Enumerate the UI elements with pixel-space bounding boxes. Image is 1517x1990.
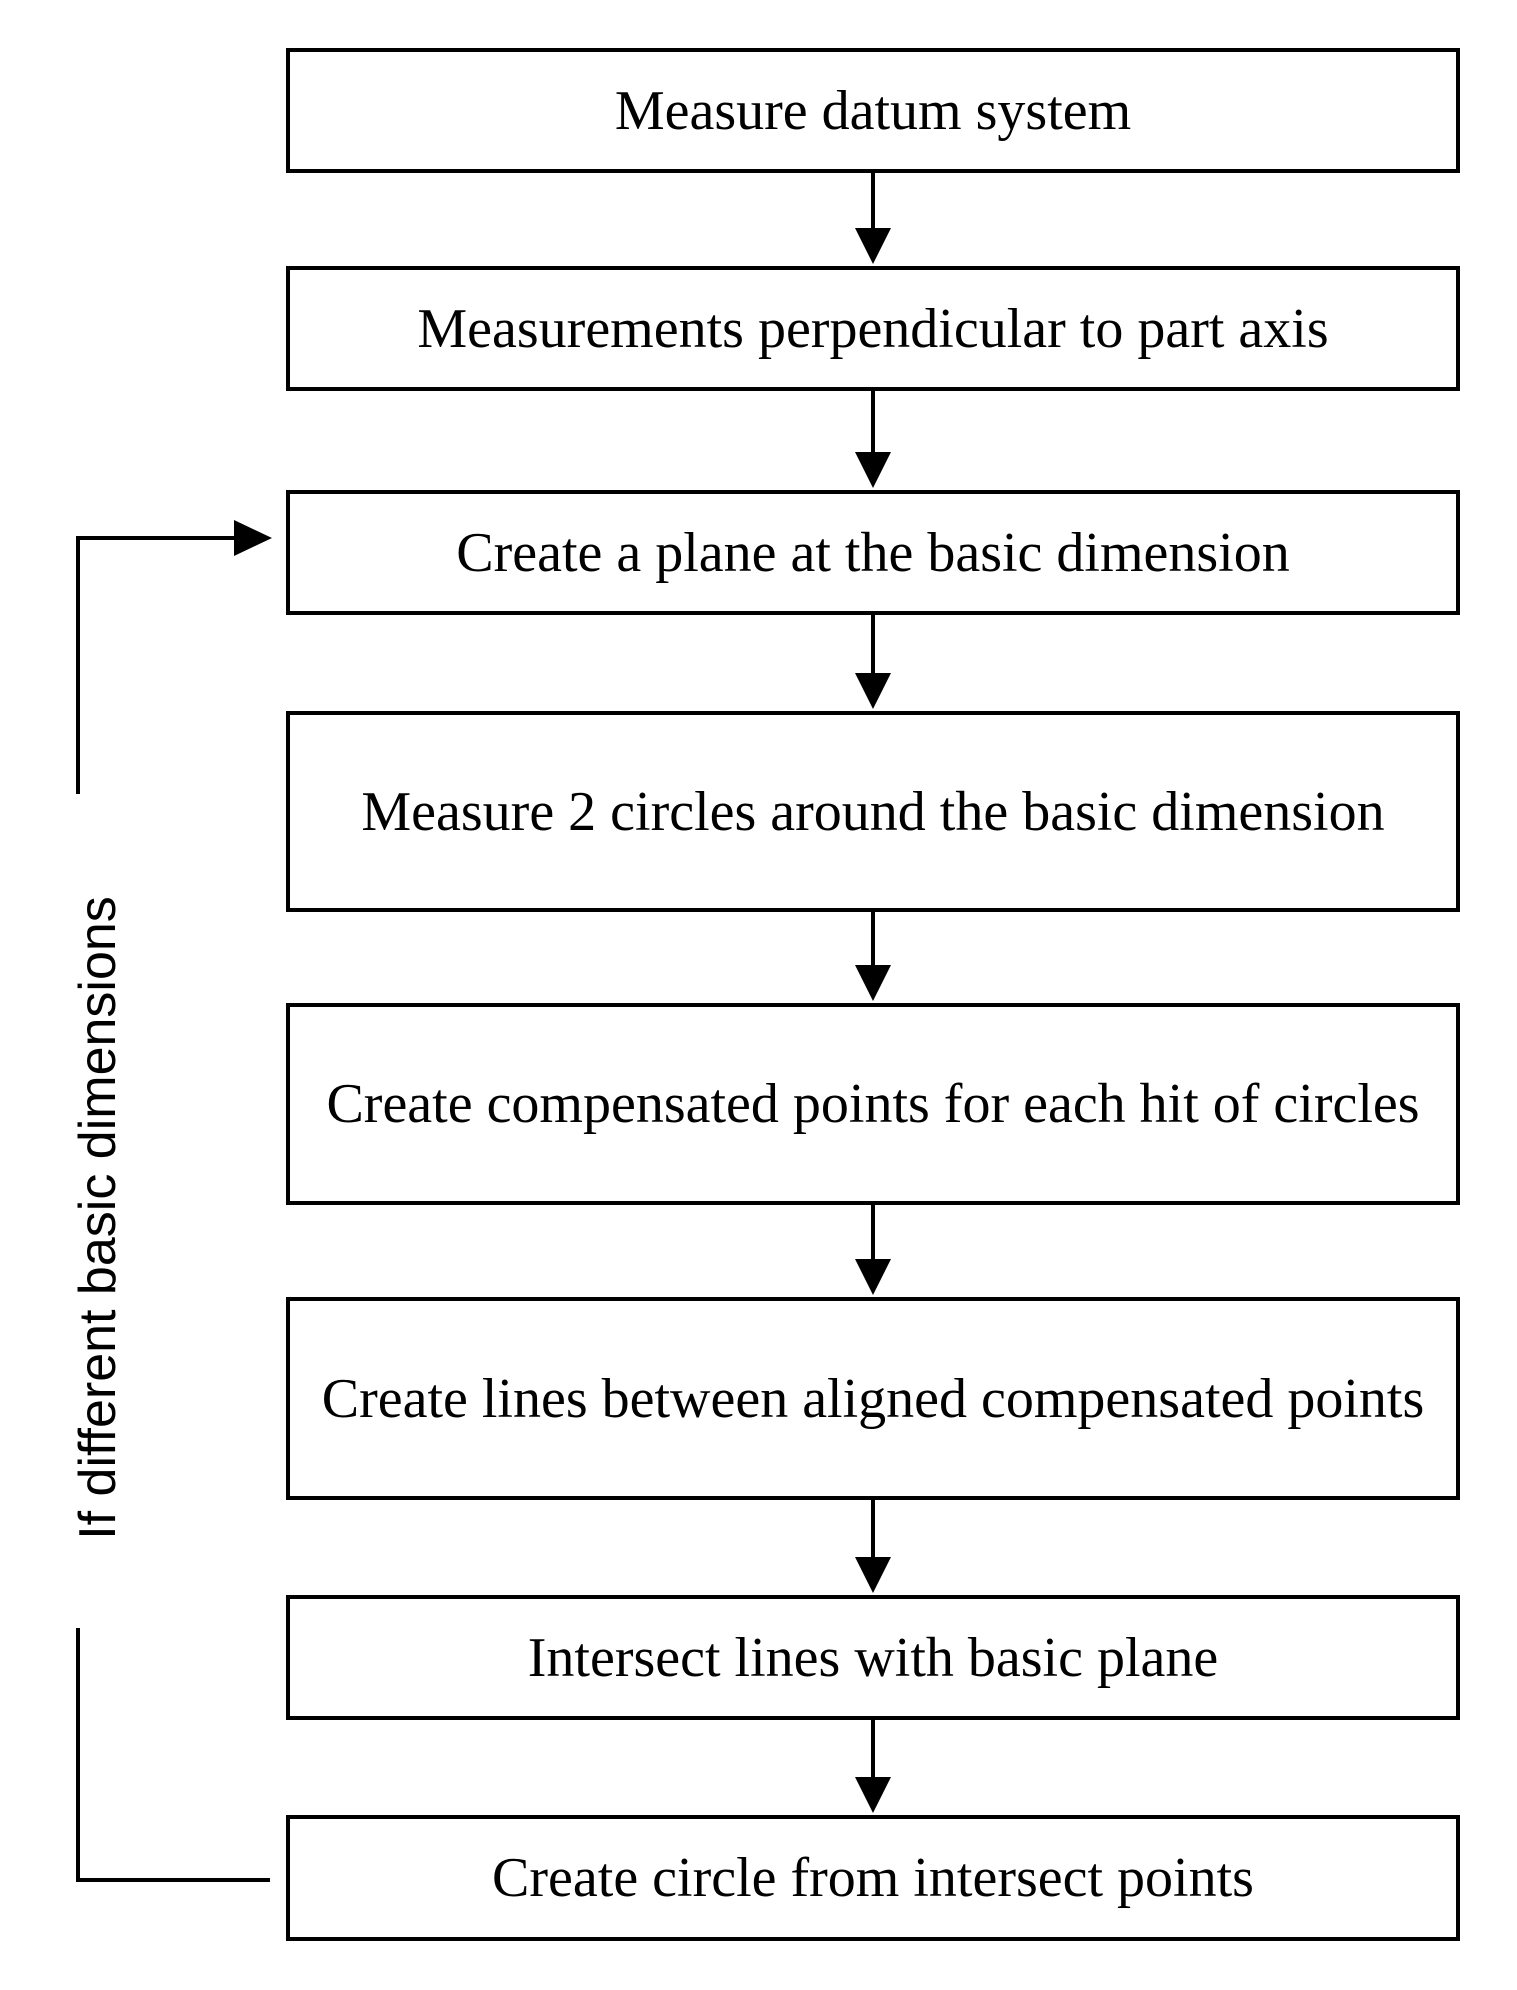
step-measurements-perpendicular: Measurements perpendicular to part axis bbox=[286, 266, 1460, 391]
step-label: Create lines between aligned compensated… bbox=[321, 1367, 1425, 1430]
step-label: Measure 2 circles around the basic dimen… bbox=[361, 780, 1385, 843]
step-label: Intersect lines with basic plane bbox=[527, 1626, 1219, 1689]
step-label: Create circle from intersect points bbox=[492, 1847, 1254, 1909]
loop-line-lower bbox=[76, 1628, 270, 1882]
step-intersect-lines: Intersect lines with basic plane bbox=[286, 1595, 1460, 1720]
step-label: Measure datum system bbox=[614, 79, 1132, 142]
arrowhead-down-icon bbox=[855, 965, 891, 1001]
arrowhead-right-icon bbox=[234, 520, 272, 556]
arrowhead-down-icon bbox=[855, 673, 891, 709]
arrowhead-down-icon bbox=[855, 1777, 891, 1813]
step-label: Create compensated points for each hit o… bbox=[326, 1073, 1420, 1135]
arrowhead-down-icon bbox=[855, 452, 891, 488]
arrowhead-down-icon bbox=[855, 1557, 891, 1593]
step-measure-circles: Measure 2 circles around the basic dimen… bbox=[286, 711, 1460, 912]
step-create-circle: Create circle from intersect points bbox=[286, 1815, 1460, 1941]
step-create-compensated-points: Create compensated points for each hit o… bbox=[286, 1003, 1460, 1205]
loop-line-upper bbox=[76, 536, 236, 794]
step-label: Measurements perpendicular to part axis bbox=[417, 297, 1329, 360]
loop-condition-label: If different basic dimensions bbox=[69, 896, 127, 1540]
step-measure-datum-system: Measure datum system bbox=[286, 48, 1460, 173]
arrowhead-down-icon bbox=[855, 228, 891, 264]
step-create-plane: Create a plane at the basic dimension bbox=[286, 490, 1460, 615]
arrowhead-down-icon bbox=[855, 1259, 891, 1295]
step-create-lines: Create lines between aligned compensated… bbox=[286, 1297, 1460, 1500]
step-label: Create a plane at the basic dimension bbox=[456, 521, 1290, 584]
